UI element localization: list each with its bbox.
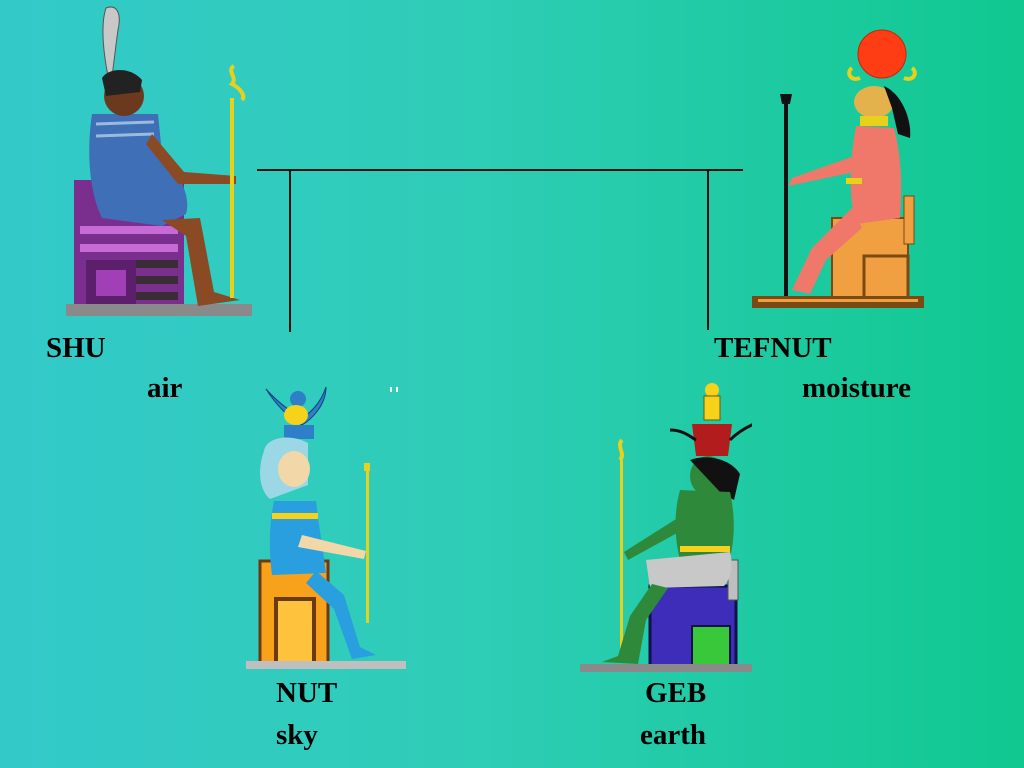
nut-figure [246, 386, 406, 669]
shu-name-label: SHU [46, 332, 106, 364]
connector-left-drop [289, 170, 291, 332]
connector-horizontal [257, 169, 743, 171]
shu-figure [66, 6, 252, 316]
geb-domain-label: earth [640, 719, 707, 751]
nut-name-label: NUT [276, 677, 338, 709]
tefnut-name-label: TEFNUT [714, 332, 832, 364]
tefnut-figure [752, 29, 924, 308]
connector-right-drop [707, 170, 709, 330]
geb-figure [580, 383, 752, 672]
geb-name-label: GEB [645, 677, 707, 709]
nut-domain-label: sky [276, 719, 318, 751]
shu-domain-label: air [147, 372, 183, 404]
small-marks [390, 387, 398, 392]
tefnut-domain-label: moisture [802, 372, 912, 404]
